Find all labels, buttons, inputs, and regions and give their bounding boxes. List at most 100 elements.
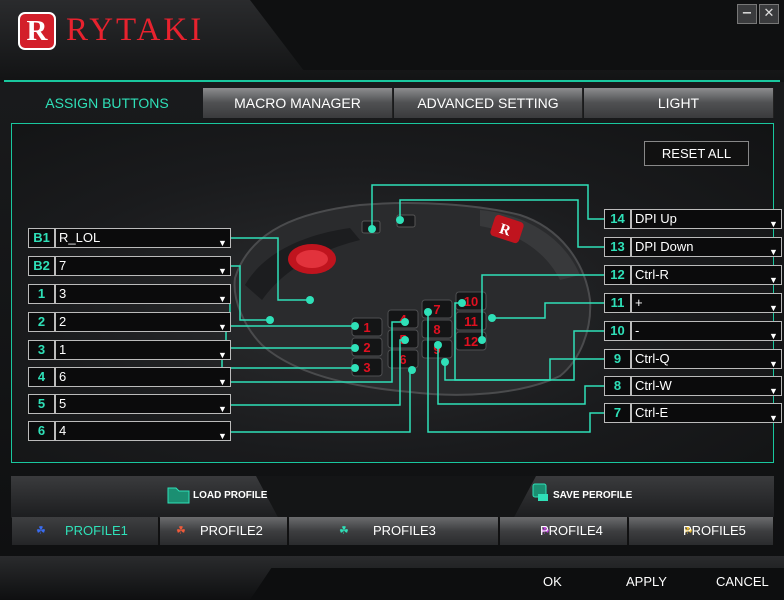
assignment-value: Ctrl-E [635,405,669,420]
save-profile-button[interactable]: SAVE PEROFILE [553,490,633,501]
assignment-dropdown[interactable]: 3▼ [55,284,231,304]
side-key-label: 3 [363,360,370,375]
side-key-label: 11 [464,314,478,329]
button-number-label: 10 [604,321,631,341]
side-key: 12 [455,331,487,351]
profile-tab-5[interactable]: ☘PROFILE5 [629,517,774,545]
brand-logo-icon: R [18,12,56,50]
close-button[interactable]: ✕ [759,4,779,24]
brand-name: RYTAKI [66,12,205,48]
ok-button[interactable]: OK [543,574,562,589]
assignment-dropdown[interactable]: 7▼ [55,256,231,276]
brand-logo-letter: R [26,15,48,47]
assignment-value: 7 [59,258,67,273]
tab-advanced-setting[interactable]: ADVANCED SETTING [394,88,583,118]
profile-bar [11,476,774,518]
assignment-value: 5 [59,396,67,411]
reset-all-button[interactable]: RESET ALL [644,141,749,166]
tab-macro-manager[interactable]: MACRO MANAGER [203,88,393,118]
profile-icon: ☘ [176,525,186,537]
dropdown-arrow-icon[interactable]: ▼ [769,247,778,257]
minimize-button[interactable]: − [737,4,757,24]
assignment-value: DPI Up [635,211,677,226]
button-number-label: 13 [604,237,631,257]
dropdown-arrow-icon[interactable]: ▼ [769,219,778,229]
side-key-label: 6 [399,352,406,367]
load-profile-button[interactable]: LOAD PROFILE [193,490,268,501]
profile-icon: ☘ [540,525,550,537]
assignment-dropdown[interactable]: +▼ [631,293,782,313]
connector-dots [266,216,496,374]
dropdown-arrow-icon[interactable]: ▼ [218,266,227,276]
assignment-value: 3 [59,286,67,301]
profile-bar-shape [256,476,536,518]
dropdown-arrow-icon[interactable]: ▼ [769,386,778,396]
profile-tab-3[interactable]: ☘PROFILE3 [289,517,499,545]
assignment-value: 1 [59,342,67,357]
assignment-value: Ctrl-R [635,267,669,282]
assignment-dropdown[interactable]: 5▼ [55,394,231,414]
dropdown-arrow-icon[interactable]: ▼ [769,275,778,285]
assignment-dropdown[interactable]: -▼ [631,321,782,341]
assignment-dropdown[interactable]: DPI Down▼ [631,237,782,257]
dropdown-arrow-icon[interactable]: ▼ [218,350,227,360]
header-divider [4,80,780,82]
profile-tab-2[interactable]: ☘PROFILE2 [160,517,288,545]
assignment-value: - [635,323,640,338]
assignment-dropdown[interactable]: Ctrl-W▼ [631,376,782,396]
side-key-label: 2 [363,340,370,355]
tab-assign-buttons[interactable]: ASSIGN BUTTONS [45,95,169,111]
dropdown-arrow-icon[interactable]: ▼ [769,413,778,423]
button-number-label: 8 [604,376,631,396]
apply-button[interactable]: APPLY [626,574,667,589]
button-number-label: 4 [28,367,55,387]
button-number-label: 3 [28,340,55,360]
dropdown-arrow-icon[interactable]: ▼ [218,322,227,332]
side-key: 11 [455,311,487,331]
dropdown-arrow-icon[interactable]: ▼ [769,331,778,341]
button-number-label: B2 [28,256,55,276]
footer-bar [0,556,784,600]
dropdown-arrow-icon[interactable]: ▼ [218,238,227,248]
side-key: 8 [421,319,453,339]
title-bar-shape [250,0,784,70]
side-key-label: 1 [363,320,370,335]
button-number-label: 9 [604,349,631,369]
svg-text:R: R [497,221,512,240]
tab-light[interactable]: LIGHT [584,88,774,118]
assignment-value: 6 [59,369,67,384]
assignment-dropdown[interactable]: Ctrl-R ▼ [631,265,782,285]
assignment-dropdown[interactable]: 2▼ [55,312,231,332]
assignment-dropdown[interactable]: 4▼ [55,421,231,441]
side-key-label: 12 [464,334,478,349]
assignment-dropdown[interactable]: Ctrl-E ▼ [631,403,782,423]
profile-icon: ☘ [36,525,46,537]
assignment-dropdown[interactable]: DPI Up ▼ [631,209,782,229]
assignment-value: 4 [59,423,67,438]
dropdown-arrow-icon[interactable]: ▼ [218,294,227,304]
side-key-label: 9 [433,342,440,357]
profile-tab-1[interactable]: ☘PROFILE1 [12,517,159,545]
dropdown-arrow-icon[interactable]: ▼ [218,377,227,387]
footer-shape [250,568,784,600]
profile-tab-4[interactable]: ☘PROFILE4 [500,517,628,545]
title-bar: R RYTAKI − ✕ [0,0,784,82]
assignment-dropdown[interactable]: R_LOL▼ [55,228,231,248]
button-number-label: 14 [604,209,631,229]
assignment-value: 2 [59,314,67,329]
assignment-dropdown[interactable]: 1▼ [55,340,231,360]
dropdown-arrow-icon[interactable]: ▼ [218,404,227,414]
dropdown-arrow-icon[interactable]: ▼ [218,431,227,441]
dropdown-arrow-icon[interactable]: ▼ [769,359,778,369]
assignment-value: + [635,295,643,310]
profile-icon: ☘ [339,525,349,537]
profile-label: PROFILE5 [683,523,746,538]
dropdown-arrow-icon[interactable]: ▼ [769,303,778,313]
profile-icon: ☘ [683,525,693,537]
assignment-dropdown[interactable]: 6▼ [55,367,231,387]
assignment-dropdown[interactable]: Ctrl-Q▼ [631,349,782,369]
cancel-button[interactable]: CANCEL [716,574,769,589]
side-key: 9 [421,339,453,359]
